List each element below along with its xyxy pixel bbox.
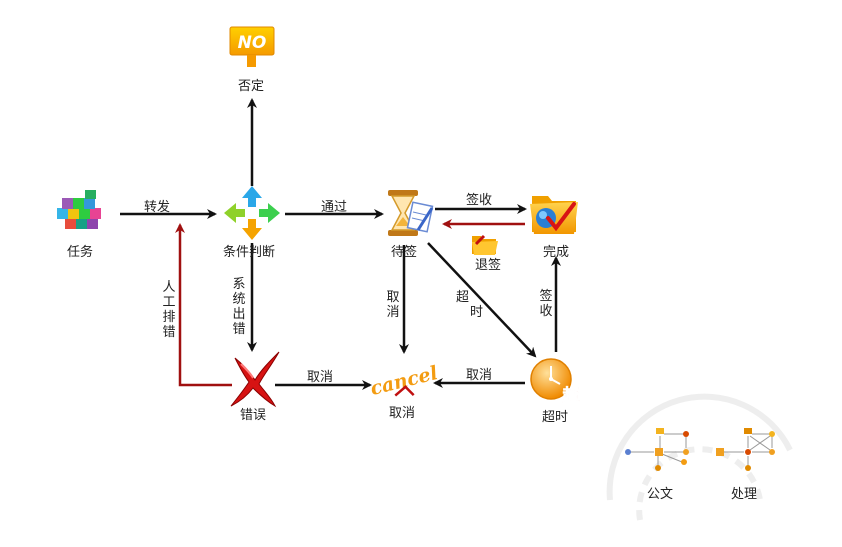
node-label-reject: 否定 [238, 79, 265, 94]
edge-label-timeout-to-cancel: 取消 [466, 368, 493, 383]
edge-label-error-to-cancel: 取消 [307, 370, 334, 385]
edge-label-task-to-condition: 转发 [144, 200, 171, 215]
node-label-complete: 完成 [543, 245, 570, 260]
edge-pending-to-timeout [427, 242, 537, 358]
background-watermark [606, 393, 793, 521]
four-direction-arrows-icon[interactable] [224, 186, 280, 240]
edge-label-timeout-to-complete: 签收 [539, 289, 553, 319]
colored-cubes-icon[interactable] [57, 190, 101, 229]
thumbnail-label-process[interactable]: 处理 [731, 487, 758, 502]
thumbnail-label-document[interactable]: 公文 [647, 487, 674, 502]
no-sign-icon[interactable]: NO [229, 26, 275, 67]
red-x-icon[interactable] [230, 351, 280, 408]
node-label-error: 错误 [240, 408, 267, 423]
folder-check-icon[interactable] [530, 196, 578, 234]
edge-label-condition-to-pending: 通过 [321, 200, 348, 215]
edge-label-pending-to-cancel: 取消 [386, 290, 400, 320]
edge-label-pending-to-timeout-char-2: 时 [470, 305, 484, 320]
edge-label-pending-to-timeout: 超时 [456, 290, 486, 320]
small-folder-icon [472, 234, 498, 255]
document-flow-thumbnail-icon[interactable] [625, 428, 689, 471]
process-flow-thumbnail-icon[interactable] [716, 428, 775, 471]
no-sign-text: NO [238, 33, 267, 53]
cancel-stamp-icon[interactable]: cancel [368, 362, 441, 405]
edge-label-error-to-condition: 人工排错 [162, 280, 176, 340]
edge-label-pending-to-timeout-char-1: 超 [456, 290, 470, 305]
node-label-pending: 待签 [391, 245, 418, 260]
node-label-task: 任务 [67, 245, 94, 260]
timeout-badge-text: 超 [563, 385, 581, 406]
node-label-cancel: 取消 [389, 406, 416, 421]
edge-label-complete-to-pending: 退签 [475, 258, 502, 273]
hourglass-document-icon[interactable] [388, 190, 434, 236]
edge-label-condition-to-error: 系统出错 [232, 277, 246, 337]
edge-label-pending-to-timeout-text: 超时 [456, 290, 486, 320]
edge-error-to-condition [175, 223, 232, 387]
node-label-timeout: 超时 [542, 410, 569, 425]
edge-label-pending-to-complete: 签收 [466, 193, 493, 208]
cancel-stamp-text: cancel [368, 362, 440, 400]
edges [120, 98, 561, 390]
node-label-condition: 条件判断 [223, 245, 276, 260]
orange-clock-icon[interactable]: 超 [530, 358, 581, 406]
